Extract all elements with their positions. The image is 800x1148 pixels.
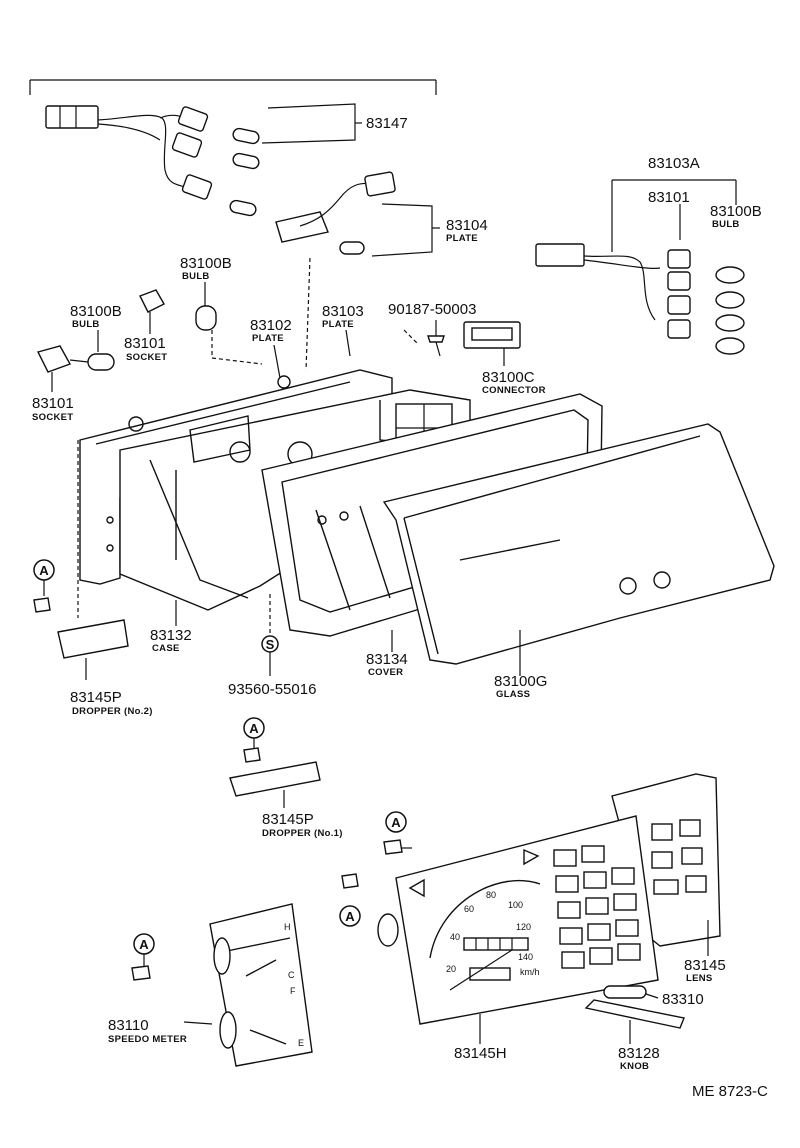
top-bracket bbox=[29, 79, 437, 95]
callout-83101-mid-number: 83101 bbox=[124, 335, 166, 352]
callout-83100G-desc: GLASS bbox=[496, 689, 530, 700]
callout-83128-number: 83128 bbox=[618, 1045, 660, 1062]
speedo-scale-40: 40 bbox=[450, 932, 460, 942]
callout-83310-desc: SPEEDO METER bbox=[108, 1034, 187, 1045]
callout-83101-left-number: 83101 bbox=[32, 395, 74, 412]
callout-83100B-mid-desc: BULB bbox=[182, 271, 210, 282]
speedo-scale-80: 80 bbox=[486, 890, 496, 900]
callout-83101-mid-desc: SOCKET bbox=[126, 352, 167, 363]
callout-83132-desc: CASE bbox=[152, 643, 180, 654]
socket-left bbox=[36, 345, 89, 392]
marker-a-3 bbox=[385, 811, 407, 833]
callout-83128-desc: KNOB bbox=[620, 1061, 649, 1072]
callout-83145P2-number: 83145P bbox=[70, 689, 122, 706]
speedo-scale-60: 60 bbox=[464, 904, 474, 914]
callout-83101-right-number: 83101 bbox=[648, 189, 690, 206]
callout-83145-desc: LENS bbox=[686, 973, 713, 984]
callout-83310-number: 83110 bbox=[108, 1017, 149, 1034]
plate-83104 bbox=[275, 171, 440, 257]
callout-83100B-left-number: 83100B bbox=[70, 303, 122, 320]
marker-a-2-label: A bbox=[249, 721, 259, 736]
gauge-letter-c: C bbox=[288, 970, 295, 980]
dropper-no1 bbox=[229, 761, 321, 808]
bulb-mid bbox=[195, 305, 217, 331]
knob-83128 bbox=[584, 999, 685, 1044]
callout-83100B-left-desc: BULB bbox=[72, 319, 100, 330]
marker-a-4 bbox=[339, 905, 361, 927]
callout-83103A-number: 83103A bbox=[648, 155, 700, 172]
wire-harness-83147 bbox=[45, 103, 362, 217]
callout-83100B-right-number: 83100B bbox=[710, 203, 762, 220]
bulb-83145H bbox=[603, 985, 659, 999]
marker-s-label: S bbox=[266, 637, 275, 652]
callout-83103-number: 83103 bbox=[322, 303, 364, 320]
callout-83145P1-desc: DROPPER (No.1) bbox=[262, 828, 343, 839]
speedo-scale-100: 100 bbox=[508, 900, 523, 910]
callout-83101-left-desc: SOCKET bbox=[32, 412, 73, 423]
callout-83100C-number: 83100C bbox=[482, 369, 535, 386]
callout-83134-desc: COVER bbox=[368, 667, 403, 678]
lens-83145 bbox=[611, 773, 721, 956]
marker-a-5-label: A bbox=[139, 937, 149, 952]
dropper-no2 bbox=[57, 619, 129, 680]
callout-83145P2-desc: DROPPER (No.2) bbox=[72, 706, 153, 717]
callout-83145H-number: 83310 bbox=[662, 991, 704, 1008]
harness-83103A bbox=[535, 179, 745, 355]
callout-83102-desc: PLATE bbox=[252, 333, 284, 344]
socket-mid bbox=[139, 289, 165, 334]
callout-83104-number: 83104 bbox=[446, 217, 488, 234]
gauge-letter-e: E bbox=[298, 1038, 304, 1048]
gauge-letter-h: H bbox=[284, 922, 291, 932]
marker-a-1-label: A bbox=[39, 563, 49, 578]
callout-93560-number: 93560-55016 bbox=[228, 681, 316, 698]
marker-a-3-label: A bbox=[391, 815, 401, 830]
gauge-letter-f: F bbox=[290, 986, 296, 996]
callout-83110-number: 83145H bbox=[454, 1045, 507, 1062]
screw-90187 bbox=[403, 320, 445, 357]
speedo-grid bbox=[553, 845, 641, 969]
callout-83100B-right-desc: BULB bbox=[712, 219, 740, 230]
callout-83145-number: 83145 bbox=[684, 957, 726, 974]
glass-83100G bbox=[382, 423, 775, 665]
callout-83100B-mid-number: 83100B bbox=[180, 255, 232, 272]
speedo-scale-140: 140 bbox=[518, 952, 533, 962]
speedo-scale-120: 120 bbox=[516, 922, 531, 932]
connector-83100C bbox=[463, 321, 521, 366]
drawing-code: ME 8723-C bbox=[692, 1083, 768, 1100]
speedo-unit: km/h bbox=[520, 967, 540, 977]
callout-83132-number: 83132 bbox=[150, 627, 192, 644]
speedo-scale-20: 20 bbox=[446, 964, 456, 974]
callout-83102-number: 83102 bbox=[250, 317, 292, 334]
callout-83100G-number: 83100G bbox=[494, 673, 547, 690]
bulb-left bbox=[87, 353, 115, 371]
callout-83145P1-number: 83145P bbox=[262, 811, 314, 828]
marker-a-4-label: A bbox=[345, 909, 355, 924]
speedometer-83110 bbox=[377, 815, 659, 1025]
fuel-gauge-83310 bbox=[209, 903, 313, 1067]
callout-83100C-desc: CONNECTOR bbox=[482, 385, 546, 396]
callout-83104-desc: PLATE bbox=[446, 233, 478, 244]
callout-90187-number: 90187-50003 bbox=[388, 301, 476, 318]
callout-83134-number: 83134 bbox=[366, 651, 408, 668]
callout-83147-number: 83147 bbox=[366, 115, 408, 132]
callout-83103-desc: PLATE bbox=[322, 319, 354, 330]
